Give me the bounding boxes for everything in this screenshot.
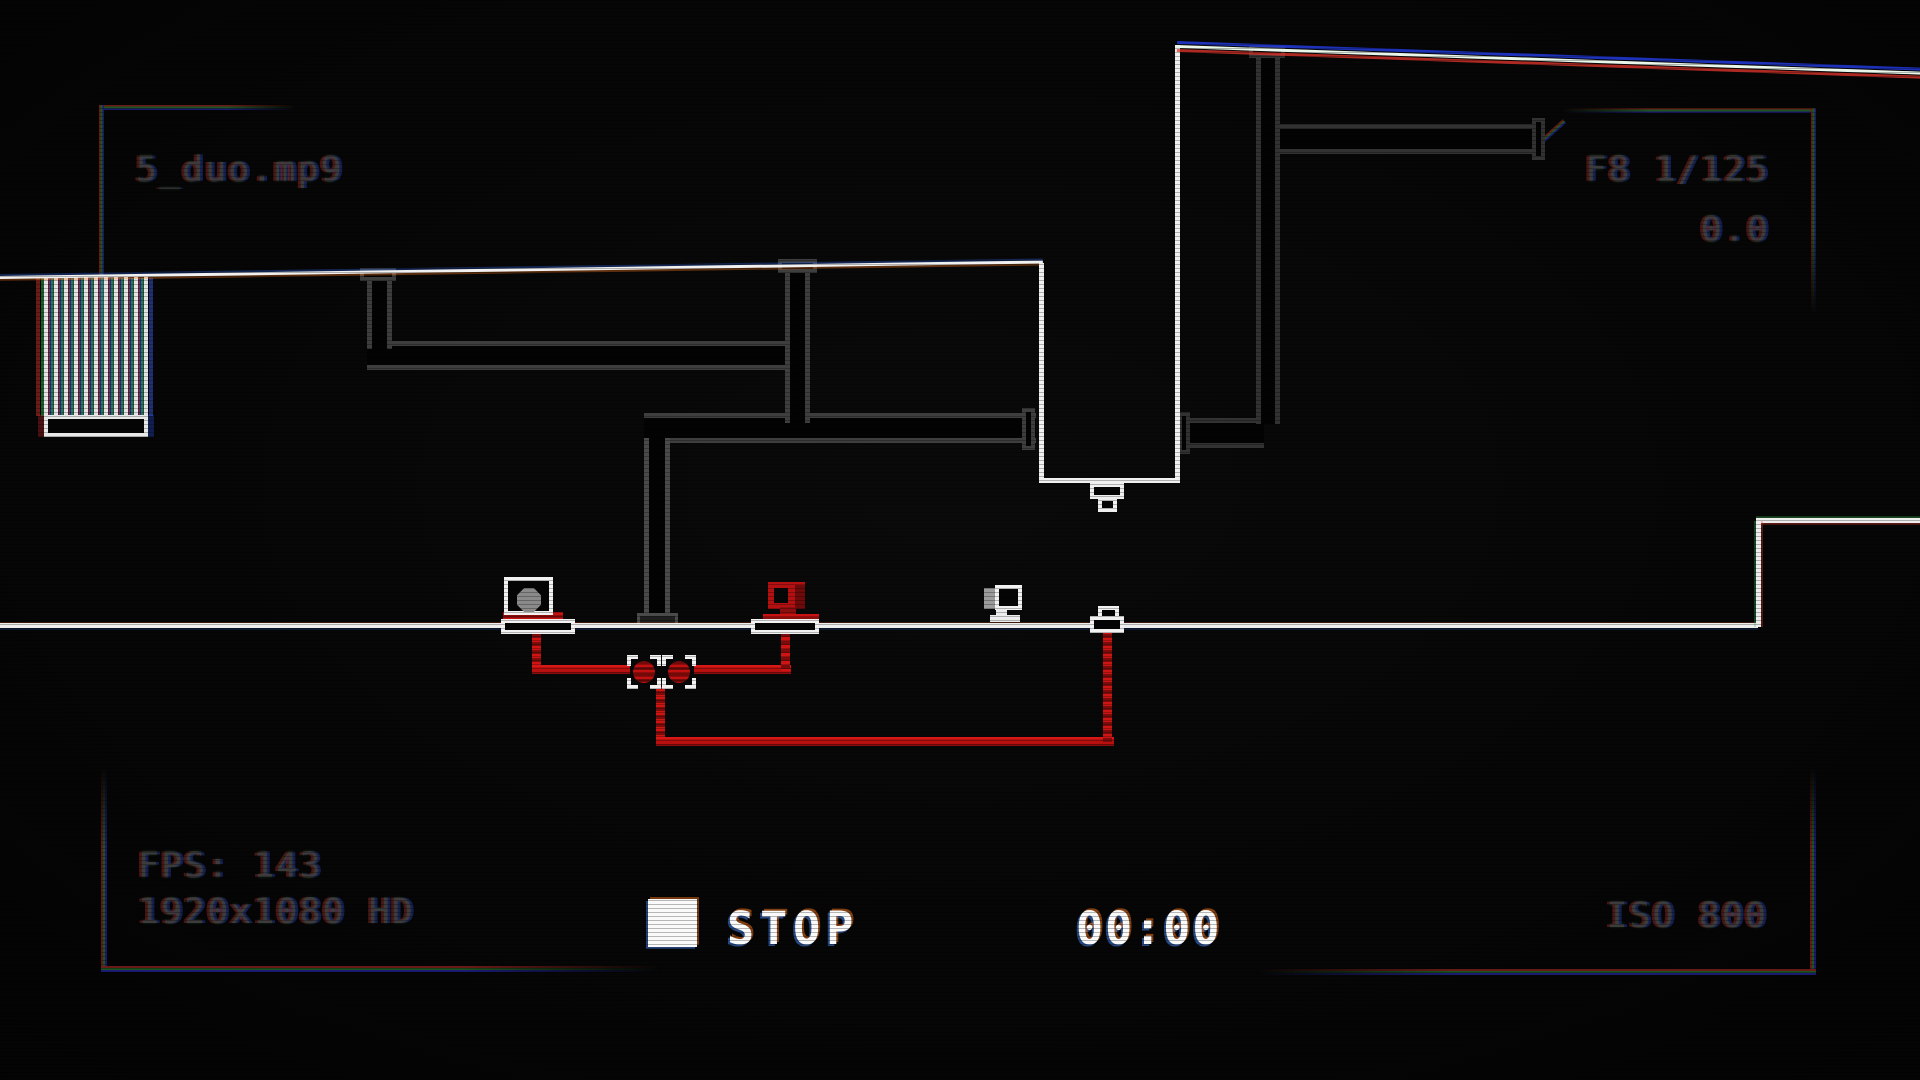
white-wire-down-left bbox=[1039, 263, 1044, 481]
monitor-device[interactable] bbox=[982, 583, 1026, 625]
plug-base bbox=[1090, 616, 1124, 633]
red-wire-plug-riser bbox=[1103, 630, 1112, 742]
white-wire-bottom bbox=[1039, 478, 1180, 483]
camera-lens-knob bbox=[517, 588, 541, 612]
bracket-bottom-right-horizontal bbox=[1255, 969, 1816, 975]
monitor-screen bbox=[995, 585, 1022, 610]
stop-button[interactable]: STOP bbox=[648, 899, 888, 955]
lever-platform bbox=[751, 619, 819, 634]
pipe-left-horizontal-upper bbox=[367, 341, 793, 370]
resolution-readout: 1920x1080 HD bbox=[138, 892, 415, 932]
wire-node-frame-1 bbox=[627, 655, 661, 689]
pipe-tall-vertical bbox=[785, 271, 810, 423]
monitor-foot bbox=[990, 615, 1020, 622]
lever-pedestal bbox=[780, 607, 796, 618]
iso-readout: ISO 800 bbox=[1606, 896, 1768, 936]
lever-red-bar bbox=[763, 614, 819, 622]
pipe-floor-drop bbox=[644, 438, 670, 616]
bracket-top-right-chamfer bbox=[1541, 119, 1567, 142]
red-wire-lever-drop bbox=[781, 629, 790, 671]
bracket-top-right-vertical bbox=[1811, 108, 1816, 316]
fps-readout: FPS: 143 bbox=[138, 846, 323, 886]
bracket-top-right-horizontal bbox=[1560, 108, 1816, 113]
white-wire-top-slanted bbox=[1176, 45, 1920, 76]
pipe-right-horizontal-lower bbox=[1188, 418, 1264, 448]
red-wire-run-right bbox=[694, 665, 791, 674]
white-plug-tip bbox=[1098, 497, 1117, 512]
pipe-center-end-cap bbox=[1022, 408, 1035, 450]
monitor-stand bbox=[996, 609, 1007, 617]
red-wire-long-run bbox=[656, 737, 1114, 746]
floor-line bbox=[0, 623, 1758, 628]
pipe-right-horizontal-top bbox=[1270, 124, 1542, 154]
pipe-right-vertical bbox=[1256, 56, 1280, 424]
record-state-label: STOP bbox=[727, 902, 860, 955]
step-ledge-vertical bbox=[1756, 521, 1761, 627]
lever-body-side bbox=[795, 585, 805, 609]
white-wire-up-right bbox=[1175, 45, 1180, 483]
bracket-top-left-vertical bbox=[99, 105, 104, 373]
wire-node-frame-2 bbox=[662, 655, 696, 689]
heatsink-fins bbox=[44, 276, 150, 418]
heatsink-element bbox=[34, 270, 164, 445]
bracket-bottom-left-vertical bbox=[101, 766, 107, 968]
red-wire-node-drop bbox=[656, 687, 665, 744]
bracket-top-left-horizontal bbox=[99, 105, 297, 110]
exposure-readout: F8 1/125 bbox=[1585, 150, 1770, 190]
camera-platform bbox=[501, 619, 575, 634]
monitor-side-panel bbox=[984, 588, 997, 609]
exposure-comp-readout: 0.0 bbox=[1700, 210, 1770, 250]
pipe-center-horizontal bbox=[644, 413, 1036, 443]
red-wire-run-left bbox=[532, 665, 630, 674]
step-ledge-horizontal bbox=[1756, 518, 1920, 523]
lever-device[interactable] bbox=[748, 580, 824, 638]
pipe-right-lower-end-cap bbox=[1178, 412, 1190, 454]
pipe-stub-vertical bbox=[367, 279, 392, 349]
pipe-right-top-end-cap bbox=[1532, 118, 1545, 160]
lever-slot bbox=[774, 588, 788, 603]
timecode: 00:00 bbox=[1076, 902, 1222, 955]
heatsink-tray bbox=[44, 415, 148, 437]
wire-node-2[interactable] bbox=[668, 661, 690, 683]
bracket-bottom-left-horizontal bbox=[101, 966, 661, 972]
red-wire-camera-drop bbox=[532, 630, 541, 672]
camera-red-bar bbox=[503, 612, 563, 621]
clip-filename: 5_duo.mp9 bbox=[136, 150, 344, 190]
bracket-bottom-right-vertical bbox=[1810, 766, 1816, 971]
camera-device[interactable] bbox=[498, 575, 578, 637]
stop-icon bbox=[648, 899, 697, 947]
plug-device[interactable] bbox=[1088, 604, 1128, 636]
wire-node-1[interactable] bbox=[633, 661, 655, 683]
